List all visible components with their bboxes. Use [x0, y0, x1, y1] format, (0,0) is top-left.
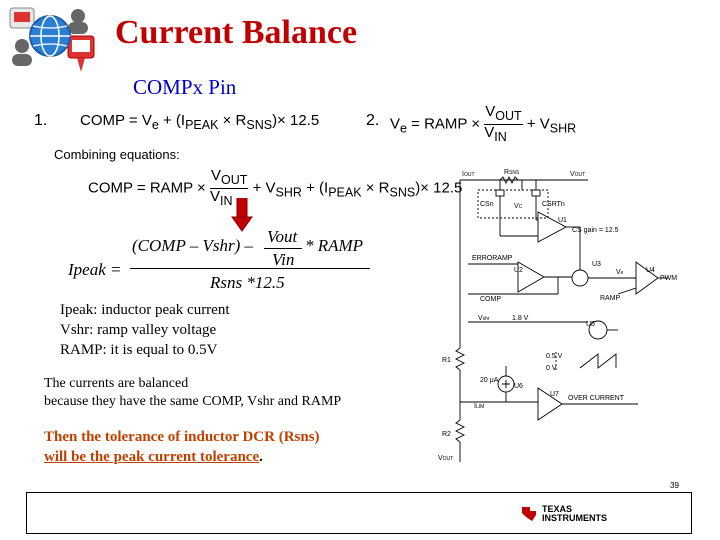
equation-1: COMP = Ve + (IPEAK × RSNS)× 12.5: [80, 112, 319, 132]
svg-text:CSn: CSn: [480, 201, 494, 208]
ti-logo-line2: INSTRUMENTS: [542, 513, 607, 523]
eq1-sub-peak: PEAK: [185, 118, 219, 132]
equation-1-number: 1.: [34, 112, 48, 129]
note-ipeak: Ipeak: inductor peak current: [60, 302, 230, 318]
eq2-sub-e: e: [400, 121, 407, 136]
comb-den: V: [210, 188, 221, 205]
comb-fraction: VOUT VIN: [210, 167, 249, 209]
tolerance-text: Then the tolerance of inductor DCR (Rsns…: [44, 427, 320, 467]
svg-text:1.8 V: 1.8 V: [512, 315, 529, 322]
comb-rhs: + (I: [306, 179, 329, 197]
svg-text:RSNS: RSNS: [504, 169, 520, 176]
eq1-times: × R: [222, 112, 247, 129]
ipeak-vin: Vin: [272, 250, 295, 269]
svg-text:0 V: 0 V: [546, 365, 557, 372]
svg-text:U5: U5: [586, 321, 595, 328]
comb-times: × R: [365, 179, 390, 197]
svg-text:U3: U3: [592, 261, 601, 268]
comb-times-sub: SNS: [389, 185, 416, 200]
tolerance-line-1: Then the tolerance of inductor DCR (Rsns…: [44, 429, 320, 445]
ti-logo-line1: TEXAS: [542, 504, 573, 514]
svg-text:ERRORAMP: ERRORAMP: [472, 255, 513, 262]
ti-logo: TEXAS INSTRUMENTS: [520, 505, 607, 523]
eq2-den-sub: IN: [494, 130, 507, 144]
svg-text:IOUT: IOUT: [462, 171, 475, 178]
slide-subtitle: COMPx Pin: [133, 75, 237, 99]
svg-text:R1: R1: [442, 357, 451, 364]
comb-mid-sub: SHR: [275, 185, 302, 200]
balanced-text: The currents are balanced because they h…: [44, 375, 341, 411]
svg-text:U6: U6: [514, 383, 523, 390]
ipeak-numerator-a: (COMP – Vshr) –: [132, 236, 254, 255]
comb-den-sub: IN: [220, 194, 233, 208]
svg-text:CSRTn: CSRTn: [542, 201, 565, 208]
ipeak-fraction-line: [130, 268, 370, 269]
slide-title: Current Balance: [115, 14, 358, 51]
eq2-den: V: [484, 124, 495, 141]
svg-text:PWM: PWM: [660, 275, 677, 282]
ipeak-vout: Vout: [267, 227, 298, 246]
equation-2-number: 2.: [366, 112, 380, 129]
balanced-line-1: The currents are balanced: [44, 376, 189, 391]
svg-text:VOUT: VOUT: [570, 171, 585, 178]
combined-equation: COMP = RAMP × VOUT VIN + VSHR + (IPEAK ×…: [88, 168, 462, 209]
tolerance-period: .: [259, 449, 263, 465]
comb-num-sub: OUT: [221, 173, 248, 187]
definitions-list: Ipeak: inductor peak current Vshr: ramp …: [60, 300, 230, 360]
tolerance-line-2: will be the peak current tolerance: [44, 449, 260, 465]
eq2-fraction: VOUT VIN: [484, 103, 523, 145]
eq1-sub-e: e: [151, 118, 159, 132]
svg-text:U4: U4: [646, 267, 655, 274]
down-arrow-icon: [231, 198, 253, 232]
svg-text:U1: U1: [558, 217, 567, 224]
comb-mid: + V: [252, 179, 276, 197]
eq2-tail-sub: SHR: [549, 121, 577, 136]
balanced-line-2: because they have the same COMP, Vshr an…: [44, 394, 342, 409]
svg-text:U2: U2: [514, 267, 523, 274]
ipeak-ramp: * RAMP: [305, 236, 364, 255]
equation-2: Ve = RAMP × VOUT VIN + VSHR: [390, 104, 576, 145]
ipeak-inner-fraction-line: [264, 248, 302, 249]
svg-text:0.5 V: 0.5 V: [546, 353, 563, 360]
eq1-tail: )× 12.5: [272, 112, 320, 129]
comb-tail: )× 12.5: [415, 179, 463, 197]
eq1-lhs: COMP = V: [80, 112, 152, 129]
ipeak-denominator: Rsns *12.5: [210, 273, 285, 292]
eq2-eq: = RAMP ×: [411, 115, 481, 133]
svg-text:ILIM: ILIM: [474, 403, 484, 410]
comb-num: V: [211, 167, 222, 184]
eq2-lhs: V: [390, 115, 401, 133]
eq2-num: V: [485, 103, 496, 120]
ipeak-lhs: Ipeak =: [68, 260, 122, 279]
svg-text:OVER CURRENT: OVER CURRENT: [568, 395, 625, 402]
combining-label: Combining equations:: [54, 147, 180, 162]
svg-text:COMP: COMP: [480, 296, 501, 303]
svg-text:VOUT: VOUT: [438, 455, 453, 462]
current-balance-schematic: IOUT RSNS VOUT VC CSn CSRTn U1 CS gain =…: [438, 169, 677, 462]
svg-text:Vshr: Vshr: [478, 315, 490, 322]
svg-text:R2: R2: [442, 431, 451, 438]
note-vshr: Vshr: ramp valley voltage: [60, 322, 217, 338]
footer-bar: [26, 492, 692, 534]
eq2-num-sub: OUT: [495, 109, 522, 123]
svg-text:Ve: Ve: [616, 269, 624, 276]
eq1-sub-sns: SNS: [246, 118, 273, 132]
note-ramp: RAMP: it is equal to 0.5V: [60, 342, 218, 358]
svg-text:RAMP: RAMP: [600, 295, 621, 302]
svg-text:CS gain = 12.5: CS gain = 12.5: [572, 227, 619, 234]
svg-text:20 μA: 20 μA: [480, 377, 499, 384]
presentation-logo-icon: [9, 7, 95, 72]
eq2-tail: + V: [526, 115, 550, 133]
eq1-rhs: + (I: [162, 112, 186, 129]
ti-chip-icon: [522, 507, 536, 521]
comb-rhs-sub: PEAK: [328, 185, 362, 200]
svg-text:VC: VC: [514, 203, 523, 210]
comb-lhs: COMP = RAMP ×: [88, 179, 206, 197]
svg-text:U7: U7: [550, 391, 559, 398]
page-number: 39: [670, 481, 679, 490]
